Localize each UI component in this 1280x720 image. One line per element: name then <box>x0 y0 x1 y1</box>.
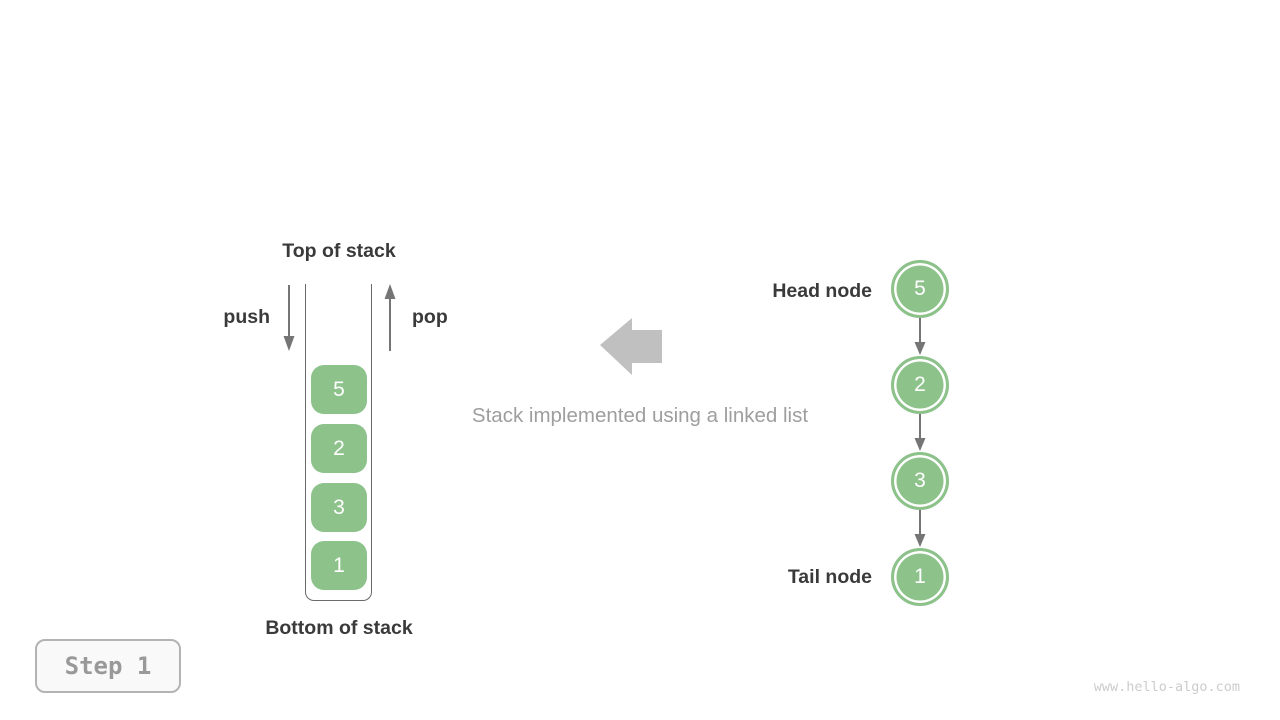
push-down-arrow-icon <box>283 285 295 351</box>
list-node: 2 <box>891 356 949 414</box>
stack-item: 5 <box>311 365 367 414</box>
tail-node-label: Tail node <box>787 566 872 588</box>
diagram-caption: Stack implemented using a linked list <box>471 404 809 427</box>
step-badge: Step 1 <box>35 639 181 693</box>
push-label: push <box>223 306 270 328</box>
top-of-stack-label: Top of stack <box>282 240 396 262</box>
head-node-label: Head node <box>772 280 872 302</box>
stack-item: 1 <box>311 541 367 590</box>
list-node: 5 <box>891 260 949 318</box>
link-down-arrow-icon <box>914 318 926 355</box>
pop-label: pop <box>412 306 448 328</box>
stack-item: 2 <box>311 424 367 473</box>
bottom-of-stack-label: Bottom of stack <box>265 617 413 639</box>
link-down-arrow-icon <box>914 510 926 547</box>
left-block-arrow-icon <box>600 318 662 375</box>
link-down-arrow-icon <box>914 414 926 451</box>
pop-up-arrow-icon <box>384 284 396 351</box>
list-node: 3 <box>891 452 949 510</box>
list-node: 1 <box>891 548 949 606</box>
watermark-url: www.hello-algo.com <box>1093 679 1240 695</box>
stack-item: 3 <box>311 483 367 532</box>
